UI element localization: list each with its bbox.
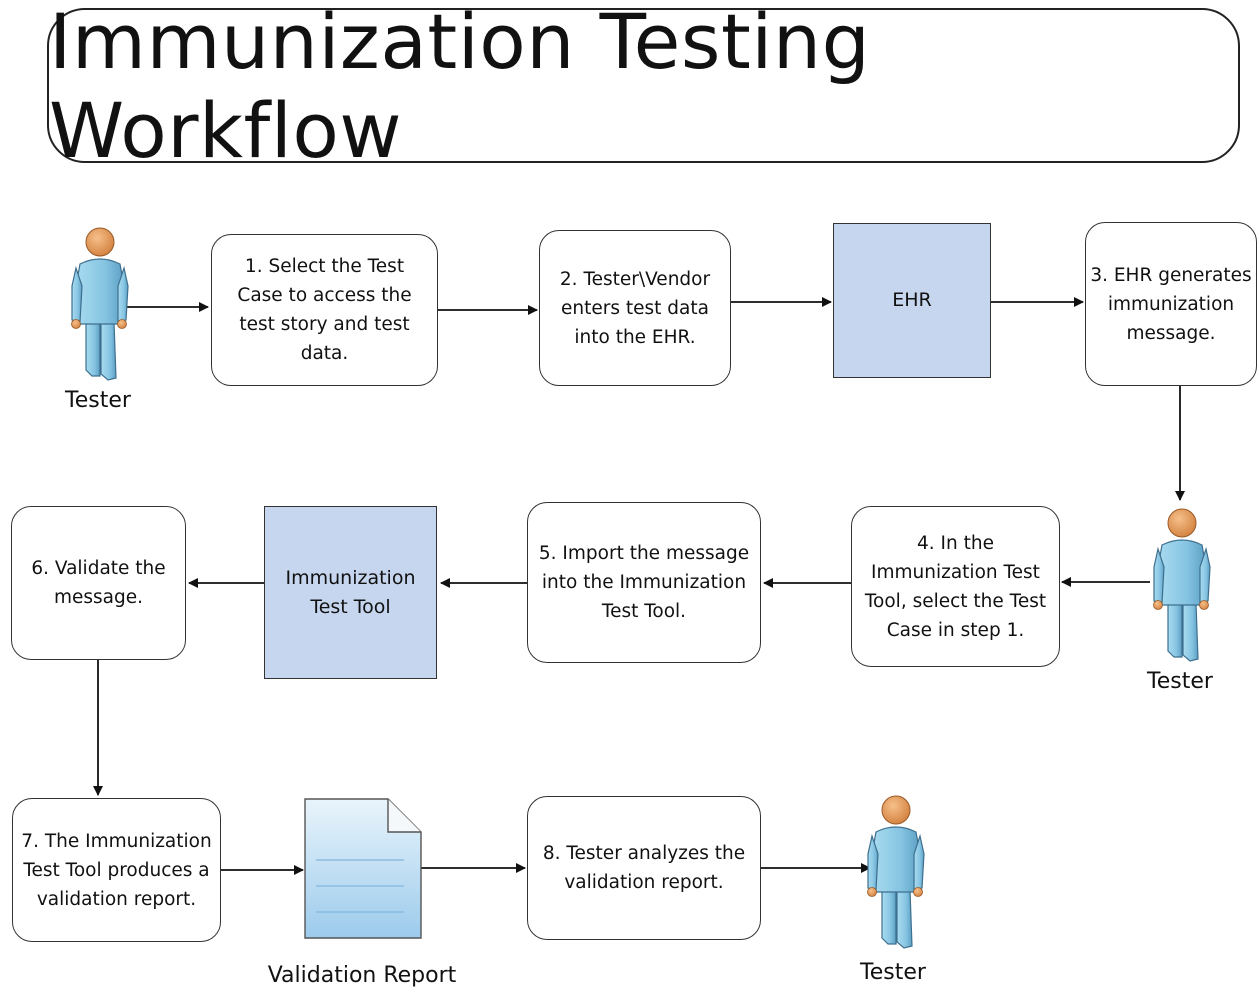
tester-person-icon-3 <box>866 795 925 949</box>
tester-person-icon-2 <box>1152 508 1211 662</box>
step-2-box: 2. Tester\Vendor enters test data into t… <box>539 230 731 386</box>
validation-report-label: Validation Report <box>267 963 457 988</box>
page-title: Immunization Testing Workflow <box>49 0 871 175</box>
tester-label-1: Tester <box>65 388 131 413</box>
title-box: Immunization Testing Workflow <box>47 0 1240 175</box>
step-2-text: 2. Tester\Vendor enters test data into t… <box>559 268 711 348</box>
step-3-box: 3. EHR generates immunization message. <box>1085 222 1257 386</box>
test-tool-system-box: Immunization Test Tool <box>264 506 437 679</box>
step-5-text: 5. Import the message into the Immunizat… <box>538 543 750 622</box>
step-6-box: 6. Validate the message. <box>11 506 186 660</box>
tester-label-2: Tester <box>1147 669 1213 694</box>
step-6-text: 6. Validate the message. <box>31 558 166 608</box>
step-8-box: 8. Tester analyzes the validation report… <box>527 796 761 940</box>
validation-report-document-icon <box>304 798 422 939</box>
step-7-text: 7. The Immunization Test Tool produces a… <box>21 830 212 910</box>
ehr-system-box: EHR <box>833 223 991 378</box>
ehr-label: EHR <box>892 289 932 311</box>
tester-person-icon-1 <box>70 227 129 381</box>
step-1-text: 1. Select the Test Case to access the te… <box>237 256 412 364</box>
test-tool-label: Immunization Test Tool <box>285 566 416 618</box>
step-4-text: 4. In the Immunization Test Tool, select… <box>864 532 1047 641</box>
step-1-box: 1. Select the Test Case to access the te… <box>211 234 438 386</box>
step-7-box: 7. The Immunization Test Tool produces a… <box>12 798 221 942</box>
step-5-box: 5. Import the message into the Immunizat… <box>527 502 761 663</box>
step-3-text: 3. EHR generates immunization message. <box>1090 264 1252 344</box>
step-4-box: 4. In the Immunization Test Tool, select… <box>851 506 1060 667</box>
step-8-text: 8. Tester analyzes the validation report… <box>542 843 746 893</box>
tester-label-3: Tester <box>860 960 926 985</box>
